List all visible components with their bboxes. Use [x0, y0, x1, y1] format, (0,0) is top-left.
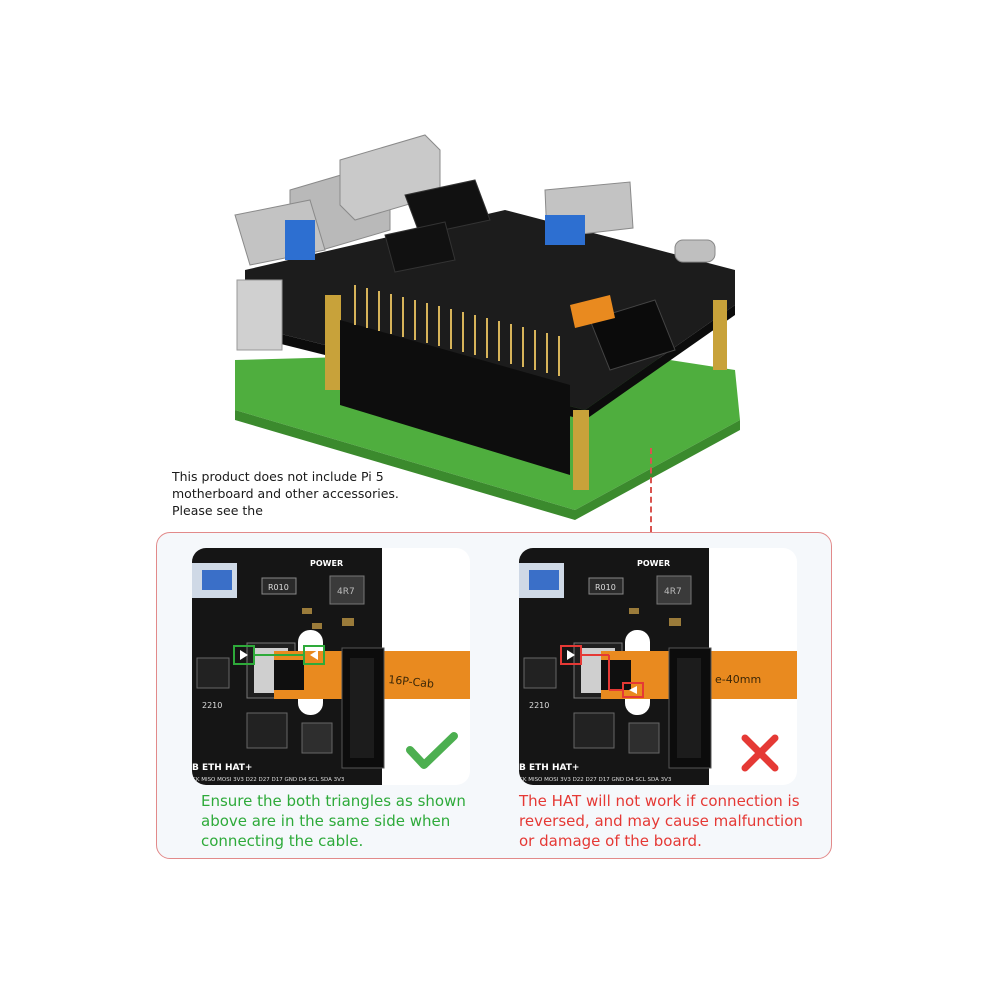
power-label: POWER: [310, 559, 343, 568]
note-line: Please see the: [172, 503, 263, 518]
connection-guide-panel: POWER R010 4R7 16P-Cab: [156, 532, 832, 859]
r010-label: R010: [268, 583, 289, 592]
note-line: motherboard and other accessories.: [172, 486, 399, 501]
power-label: POWER: [637, 559, 670, 568]
r010-label: R010: [595, 583, 616, 592]
correct-connection-photo: POWER R010 4R7 16P-Cab: [192, 548, 470, 785]
chip-label: 2210: [529, 701, 549, 710]
pin-labels: CK MISO MOSI 3V3 D22 D27 D17 GND D4 SCL …: [192, 777, 345, 783]
usb-ports: [234, 181, 634, 266]
correct-caption: Ensure the both triangles as shown above…: [201, 791, 501, 851]
cable-label: 16P-Cab: [388, 673, 435, 691]
note-line: This product does not include Pi 5: [172, 469, 384, 484]
product-photo: [234, 134, 740, 520]
caption-line: above are in the same side when: [201, 812, 451, 830]
inductor-label: 4R7: [664, 587, 682, 597]
cable-label: e-40mm: [715, 673, 761, 686]
pi5-usb-stack: [236, 279, 283, 351]
caption-line: connecting the cable.: [201, 832, 364, 850]
chip-label: 2210: [202, 701, 222, 710]
caption-line: The HAT will not work if connection is: [519, 792, 800, 810]
standoff: [325, 295, 341, 390]
caption-line: or damage of the board.: [519, 832, 702, 850]
standoff: [573, 410, 589, 490]
reversed-connection-photo: POWER R010 4R7 e-40mm 2210: [519, 548, 797, 785]
product-note: This product does not include Pi 5 mothe…: [172, 468, 462, 519]
standoff: [713, 300, 727, 370]
usb-c-port: [674, 239, 716, 263]
chip: [404, 179, 491, 236]
gpio-header: [340, 320, 570, 475]
inductor-label: 4R7: [337, 587, 355, 597]
gpio-pins: [354, 285, 560, 376]
caption-line: Ensure the both triangles as shown: [201, 792, 466, 810]
warning-caption: The HAT will not work if connection is r…: [519, 791, 819, 851]
cross-icon: [741, 734, 779, 772]
pin-labels: CK MISO MOSI 3V3 D22 D27 D17 GND D4 SCL …: [519, 777, 672, 783]
callout-dashed-line: [650, 448, 652, 532]
hat-label: B ETH HAT+: [192, 763, 252, 773]
caption-line: reversed, and may cause malfunction: [519, 812, 803, 830]
chip: [384, 221, 456, 273]
check-icon: [406, 732, 458, 769]
hat-label: B ETH HAT+: [519, 763, 579, 773]
ffc-cable: [570, 295, 615, 328]
